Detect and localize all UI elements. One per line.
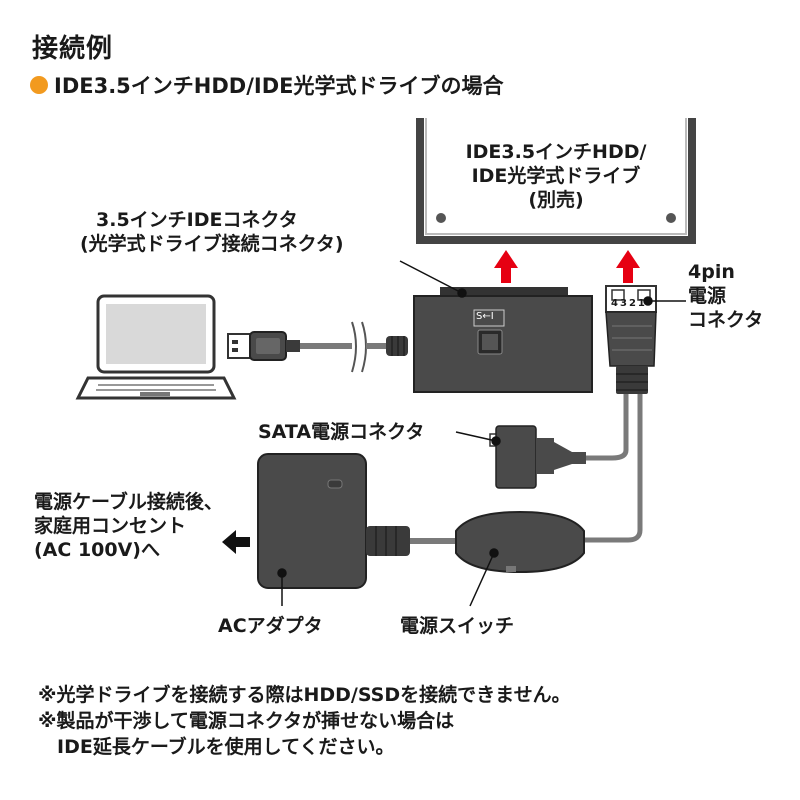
drive-illustration	[416, 118, 696, 244]
pin-numbers: 4321	[611, 298, 647, 309]
left-arrow-icon	[222, 530, 250, 554]
case-title: IDE3.5インチHDD/IDE光学式ドライブの場合	[54, 74, 504, 98]
power-switch-label: 電源スイッチ	[400, 615, 515, 637]
ide-connector-label: 3.5インチIDEコネクタ	[96, 208, 298, 232]
ide-connector-label-line1: 3.5インチIDEコネクタ	[96, 209, 298, 231]
outlet-label-line2: 家庭用コンセント	[34, 515, 187, 537]
orange-bullet-icon	[30, 76, 48, 94]
note-line: ※製品が干渉して電源コネクタが挿せない場合は	[38, 710, 455, 732]
ac-adapter-label: ACアダプタ	[218, 615, 323, 637]
switch-mark: S←I	[476, 311, 494, 322]
ide-connector-label-2: (光学式ドライブ接続コネクタ)	[80, 232, 344, 256]
notes: ※光学ドライブを接続する際はHDD/SSDを接続できません。 ※製品が干渉して電…	[38, 682, 571, 760]
pin-number: 4	[611, 298, 620, 309]
usb-cable	[227, 321, 408, 373]
4pin-label-line2: 電源	[688, 285, 727, 307]
4pin-label-line3: コネクタ	[688, 309, 764, 331]
drive-label-line3: (別売)	[528, 189, 584, 211]
ac-adapter-icon	[257, 453, 456, 589]
ide-connector-label-line2: (光学式ドライブ接続コネクタ)	[80, 233, 344, 255]
4pin-label-line1: 4pin	[688, 261, 735, 283]
page-title: 接続例	[32, 34, 114, 64]
pin-number: 1	[637, 298, 647, 309]
note-line: ※光学ドライブを接続する際はHDD/SSDを接続できません。	[38, 684, 571, 706]
drive-label-line2: IDE光学式ドライブ	[471, 165, 641, 187]
4pin-label: 4pin 電源 コネクタ	[688, 260, 763, 332]
outlet-label-line3: (AC 100V)へ	[34, 539, 160, 561]
outlet-label-line1: 電源ケーブル接続後、	[34, 491, 223, 513]
4pin-connector	[605, 285, 657, 394]
power-switch-icon	[455, 510, 585, 574]
outlet-label: 電源ケーブル接続後、 家庭用コンセント (AC 100V)へ	[34, 490, 223, 562]
power-cables	[580, 394, 643, 543]
sata-power-connector	[489, 425, 586, 489]
pin-number: 3	[619, 298, 629, 309]
sata-power-label: SATA電源コネクタ	[258, 421, 425, 443]
laptop-icon	[75, 294, 237, 400]
drive-label-line1: IDE3.5インチHDD/	[465, 141, 647, 163]
note-line: IDE延長ケーブルを使用してください。	[38, 736, 395, 758]
leader-lines	[277, 260, 686, 607]
case-heading: IDE3.5インチHDD/IDE光学式ドライブの場合	[30, 70, 504, 100]
drive-label: IDE3.5インチHDD/ IDE光学式ドライブ (別売)	[434, 140, 678, 212]
pin-number: 2	[628, 298, 638, 309]
converter-unit	[413, 287, 593, 393]
insert-arrow-icon	[494, 250, 640, 283]
